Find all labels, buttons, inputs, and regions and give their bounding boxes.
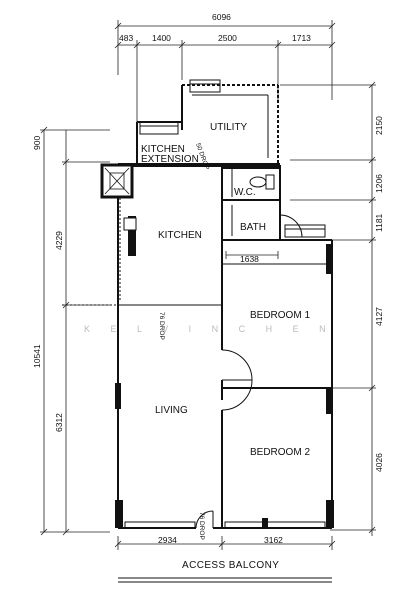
drop-labels: 50 DROP 76 DROP 76 DROP [158,142,210,540]
dimension-labels: 6096 483 1400 2500 1713 2150 1206 1181 4… [32,12,384,545]
dim-top-c: 2500 [218,33,237,43]
dim-left-kitchen: 4229 [54,231,64,250]
room-label-bath: BATH [240,222,266,233]
kitchen-sink [123,217,137,231]
room-labels: UTILITY KITCHEN EXTENSION W.C. BATH KITC… [141,122,310,458]
dim-bottom-left: 2934 [158,535,177,545]
dim-right-e: 4026 [374,453,384,472]
dim-total-width: 6096 [212,12,231,22]
drop-label-kitchen: 76 DROP [158,312,165,340]
dim-left-living: 6312 [54,413,64,432]
dim-right-d: 4127 [374,307,384,326]
room-label-wc: W.C. [234,187,256,198]
dim-right-a: 2150 [374,116,384,135]
dim-left-total: 10541 [32,344,42,368]
room-label-utility: UTILITY [210,122,248,133]
room-label-kitchen-extension-2: EXTENSION [141,154,199,165]
refuse-chute [100,163,134,199]
toilet-fixture [249,174,275,190]
room-label-kitchen: KITCHEN [158,230,202,241]
pillars [115,165,334,528]
watermark: K E L V I N C H E N [84,324,335,334]
drop-label-entry: 76 DROP [198,512,205,540]
dim-top-d: 1713 [292,33,311,43]
dim-top-a: 483 [119,33,133,43]
dimension-lines [40,20,376,550]
caption-access-balcony: ACCESS BALCONY [182,560,279,571]
room-label-bedroom2: BEDROOM 2 [250,447,310,458]
room-label-living: LIVING [155,405,188,416]
dim-left-top: 900 [32,136,42,150]
dim-bottom-right: 3162 [264,535,283,545]
windows [124,79,326,529]
door-swings [195,214,303,529]
dim-right-c: 1181 [374,213,384,232]
dim-right-b: 1206 [374,174,384,193]
dim-top-b: 1400 [152,33,171,43]
room-label-kitchen-extension-1: KITCHEN [141,144,185,155]
room-label-bedroom1: BEDROOM 1 [250,310,310,321]
dim-inner-bath: 1638 [240,254,259,264]
